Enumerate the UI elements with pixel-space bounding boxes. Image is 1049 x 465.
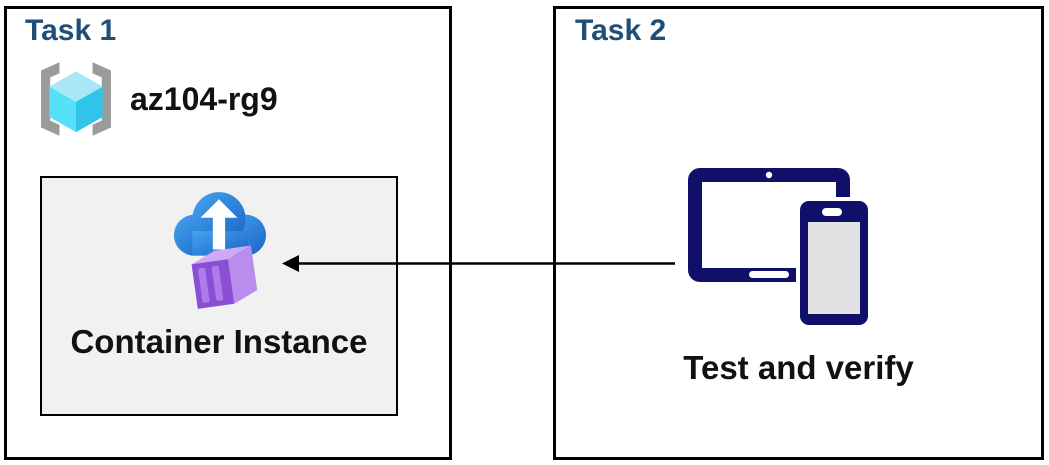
resource-group-icon (41, 62, 111, 136)
container-instance-label: Container Instance (70, 323, 368, 360)
container-instance-icon (173, 192, 267, 309)
devices-icon (688, 168, 872, 329)
container-cube-shape (191, 245, 258, 309)
task2-title: Task 2 (575, 14, 667, 47)
task1-title: Task 1 (25, 14, 117, 47)
container-instance-box: Container Instance (40, 176, 398, 416)
phone-shape (796, 197, 872, 329)
resource-group-name: az104-rg9 (130, 81, 278, 117)
test-and-verify-label: Test and verify (683, 349, 914, 386)
cloud-upload-shape (173, 192, 267, 256)
arrow-right-to-left (282, 255, 675, 272)
